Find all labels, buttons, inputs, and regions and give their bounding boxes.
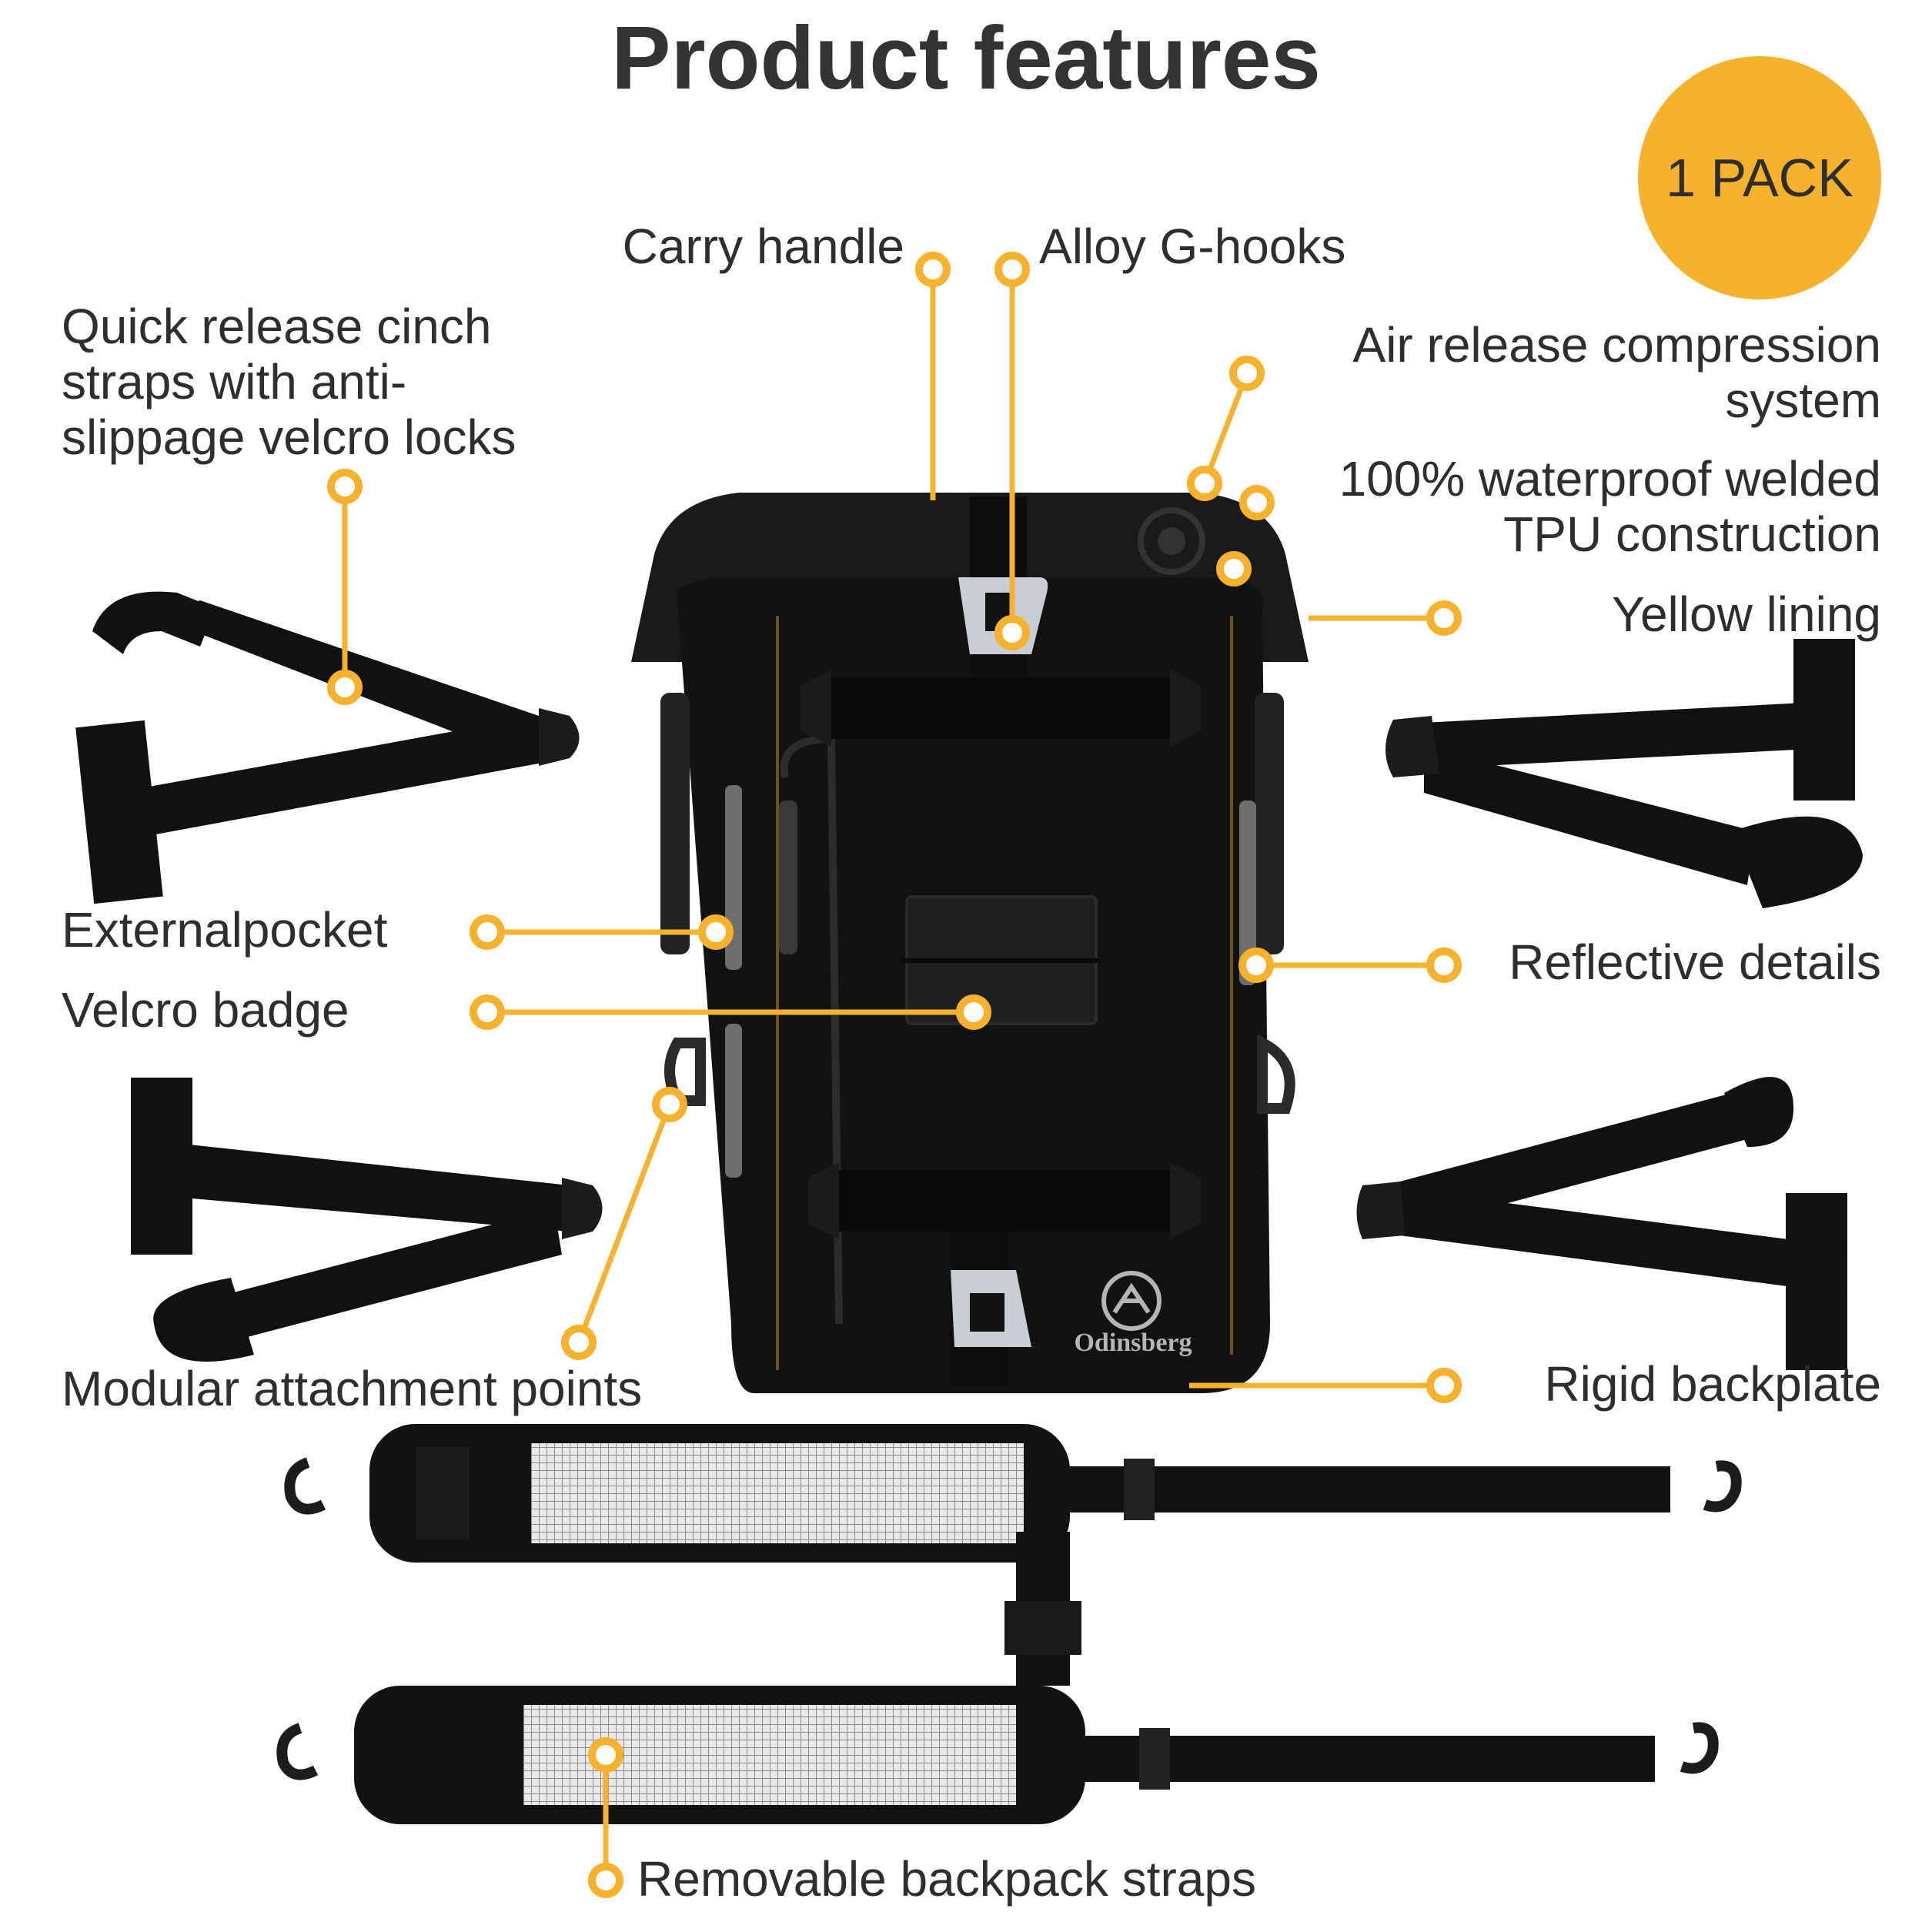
callout-dot <box>652 1087 687 1122</box>
label-rigid-backplate: Rigid backplate <box>1544 1356 1881 1412</box>
label-air-release: Air release compression system <box>1352 317 1882 428</box>
label-yellow-lining: Yellow lining <box>1612 587 1881 642</box>
callout-dots <box>327 252 1462 1898</box>
pack-count-text: 1 PACK <box>1666 148 1853 208</box>
label-cinch-straps: Quick release cinch straps with anti- sl… <box>62 299 516 465</box>
backpack-strap-bottom <box>276 1686 1719 1824</box>
dry-bag: Odinsberg <box>631 493 1309 1393</box>
pack-count-badge: 1 PACK <box>1638 56 1881 299</box>
label-velcro-badge: Velcro badge <box>62 982 349 1038</box>
strap-connector <box>1004 1532 1081 1686</box>
backpack-strap-top <box>284 1424 1742 1563</box>
callout-dot <box>1229 356 1265 391</box>
callout-dot <box>470 994 505 1030</box>
callout-dot <box>1426 1368 1462 1403</box>
cinch-strap-bottom-right <box>1356 1077 1847 1370</box>
callout-dot <box>1216 551 1252 587</box>
callout-dot <box>588 1863 623 1898</box>
callout-dot <box>561 1325 597 1360</box>
brand-wordmark: Odinsberg <box>1074 1329 1192 1357</box>
callout-dot <box>1426 600 1462 636</box>
callout-dot <box>956 994 991 1030</box>
callout-dot <box>1426 948 1462 983</box>
label-reflective-details: Reflective details <box>1509 934 1881 990</box>
callout-dot <box>994 615 1030 650</box>
label-alloy-g-hooks: Alloy G-hooks <box>1039 219 1346 274</box>
callout-dot <box>698 914 734 950</box>
label-carry-handle: Carry handle <box>622 219 904 274</box>
callout-dot <box>1187 466 1222 501</box>
callout-dot <box>470 914 505 950</box>
label-waterproof: 100% waterproof welded TPU construction <box>1339 451 1881 562</box>
cinch-strap-mid-left <box>131 1078 603 1362</box>
label-external-pocket: Externalpocket <box>62 902 388 958</box>
callout-dot <box>1238 948 1274 983</box>
callout-dot <box>1239 485 1275 520</box>
callout-dot <box>915 252 951 287</box>
page-title: Product features <box>611 8 1321 108</box>
cinch-strap-top-left <box>75 591 580 904</box>
callout-dot <box>327 469 363 504</box>
callout-dot <box>327 670 363 705</box>
callout-dot <box>588 1737 623 1773</box>
label-backpack-straps: Removable backpack straps <box>637 1851 1256 1907</box>
cinch-strap-mid-right <box>1385 639 1863 908</box>
callout-lines <box>342 269 1447 1880</box>
callout-dot <box>994 252 1030 287</box>
label-modular-points: Modular attachment points <box>62 1361 643 1416</box>
